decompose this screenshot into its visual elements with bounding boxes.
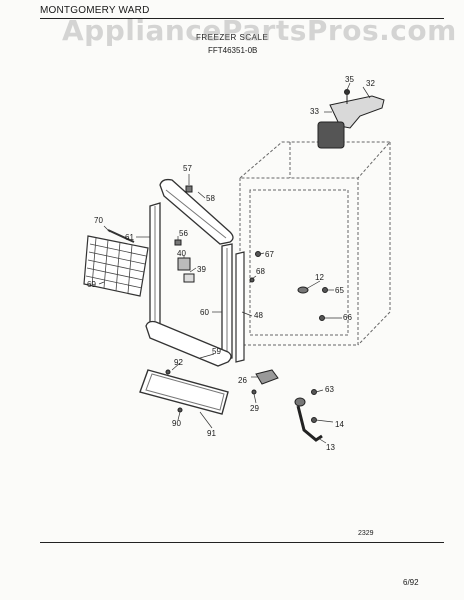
grille-panel — [83, 235, 149, 297]
callout-63: 63 — [325, 385, 334, 394]
callout-92: 92 — [174, 358, 183, 367]
callout-70: 70 — [94, 216, 103, 225]
callout-65: 65 — [335, 286, 344, 295]
brand-label: MONTGOMERY WARD — [40, 5, 150, 16]
cabinet-outline — [238, 141, 392, 346]
callout-68: 68 — [256, 267, 265, 276]
callout-13: 13 — [326, 443, 335, 452]
gasket-bottom — [145, 320, 232, 367]
footer-rule — [40, 542, 444, 543]
rod — [107, 229, 135, 243]
callout-39: 39 — [197, 265, 206, 274]
callout-69: 69 — [87, 280, 96, 289]
callout-12: 12 — [315, 273, 324, 282]
model-number: FFT46351-0B — [208, 46, 258, 55]
callout-90: 90 — [172, 419, 181, 428]
callout-26: 26 — [238, 376, 247, 385]
revision-date: 6/92 — [403, 578, 419, 587]
callout-33: 33 — [310, 107, 319, 116]
callout-48: 48 — [254, 311, 263, 320]
callout-61: 61 — [125, 233, 134, 242]
callout-60: 60 — [200, 308, 209, 317]
callout-56: 56 — [179, 229, 188, 238]
callout-29: 29 — [250, 404, 259, 413]
top-hinge-assembly — [317, 89, 385, 149]
callout-14: 14 — [335, 420, 344, 429]
callout-58: 58 — [206, 194, 215, 203]
callout-57: 57 — [183, 164, 192, 173]
header-rule — [40, 18, 444, 19]
drawing-number: 2329 — [358, 530, 374, 537]
callout-91: 91 — [207, 429, 216, 438]
callout-40: 40 — [177, 249, 186, 258]
gasket-strip-48 — [235, 251, 245, 363]
diagram-title: FREEZER SCALE — [196, 33, 269, 42]
callout-35: 35 — [345, 75, 354, 84]
callout-67: 67 — [265, 250, 274, 259]
leader-lines — [98, 82, 371, 444]
gasket-top — [159, 178, 234, 245]
watermark: AppliancePartsPros.com — [62, 14, 457, 47]
small-parts — [165, 185, 328, 413]
bottom-hinge-bracket — [294, 389, 323, 442]
callout-32: 32 — [366, 79, 375, 88]
callout-59: 59 — [212, 347, 221, 356]
callout-66: 66 — [343, 313, 352, 322]
callout-labels: 35 32 33 57 58 70 61 56 40 39 67 68 69 1… — [87, 75, 375, 452]
kickplate-91 — [139, 369, 229, 415]
